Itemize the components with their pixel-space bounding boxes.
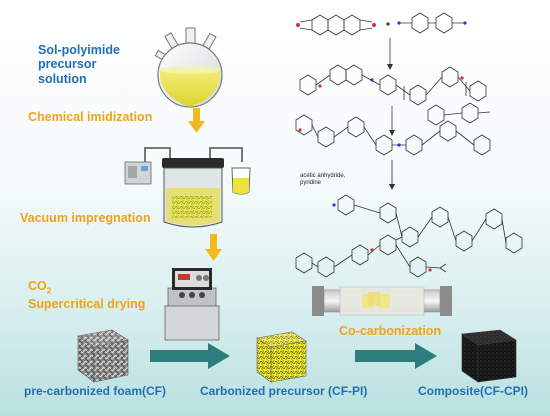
arrow-down-icon <box>205 234 222 261</box>
arrow-right-icon <box>355 343 437 369</box>
round-bottom-flask-icon <box>154 27 223 108</box>
foam-cube-cf-pi-icon <box>256 331 307 383</box>
arrow-right-icon <box>150 343 230 369</box>
dianhydride-structure-icon <box>296 14 376 36</box>
carbonized-precursor-label: Carbonized precursor (CF-PI) <box>200 384 368 398</box>
co2-label: CO2 <box>28 279 52 296</box>
supercritical-dryer-icon <box>164 268 220 341</box>
supercritical-drying-label: Supercritical drying <box>28 297 146 311</box>
composite-label: Composite(CF-CPI) <box>418 384 528 398</box>
foam-cube-cf-icon <box>77 329 129 383</box>
pre-carbonized-foam-label: pre-carbonized foam(CF) <box>24 384 167 398</box>
chemical-imidization-label: Chemical imidization <box>28 110 153 124</box>
co-carbonization-label: Co-carbonization <box>339 324 442 338</box>
tube-furnace-icon <box>312 286 452 316</box>
polyamic-acid-structure-icon <box>299 64 487 106</box>
diamine-structure-icon <box>397 12 467 34</box>
arrow-down-icon <box>188 108 205 133</box>
grafted-polymer-structure-icon <box>295 102 491 156</box>
vacuum-impregnation-apparatus-icon <box>124 147 251 228</box>
chemical-structure-scheme <box>295 12 523 278</box>
polyimide-network-structure-icon <box>295 194 523 278</box>
vacuum-impregnation-label: Vacuum impregnation <box>20 211 151 225</box>
reagents-label: acetic anhydride, pyridine <box>300 173 346 187</box>
composite-cube-cf-cpi-icon <box>461 329 517 383</box>
sol-polyimide-precursor-title: Sol-polyimide precursor solution <box>38 43 120 86</box>
